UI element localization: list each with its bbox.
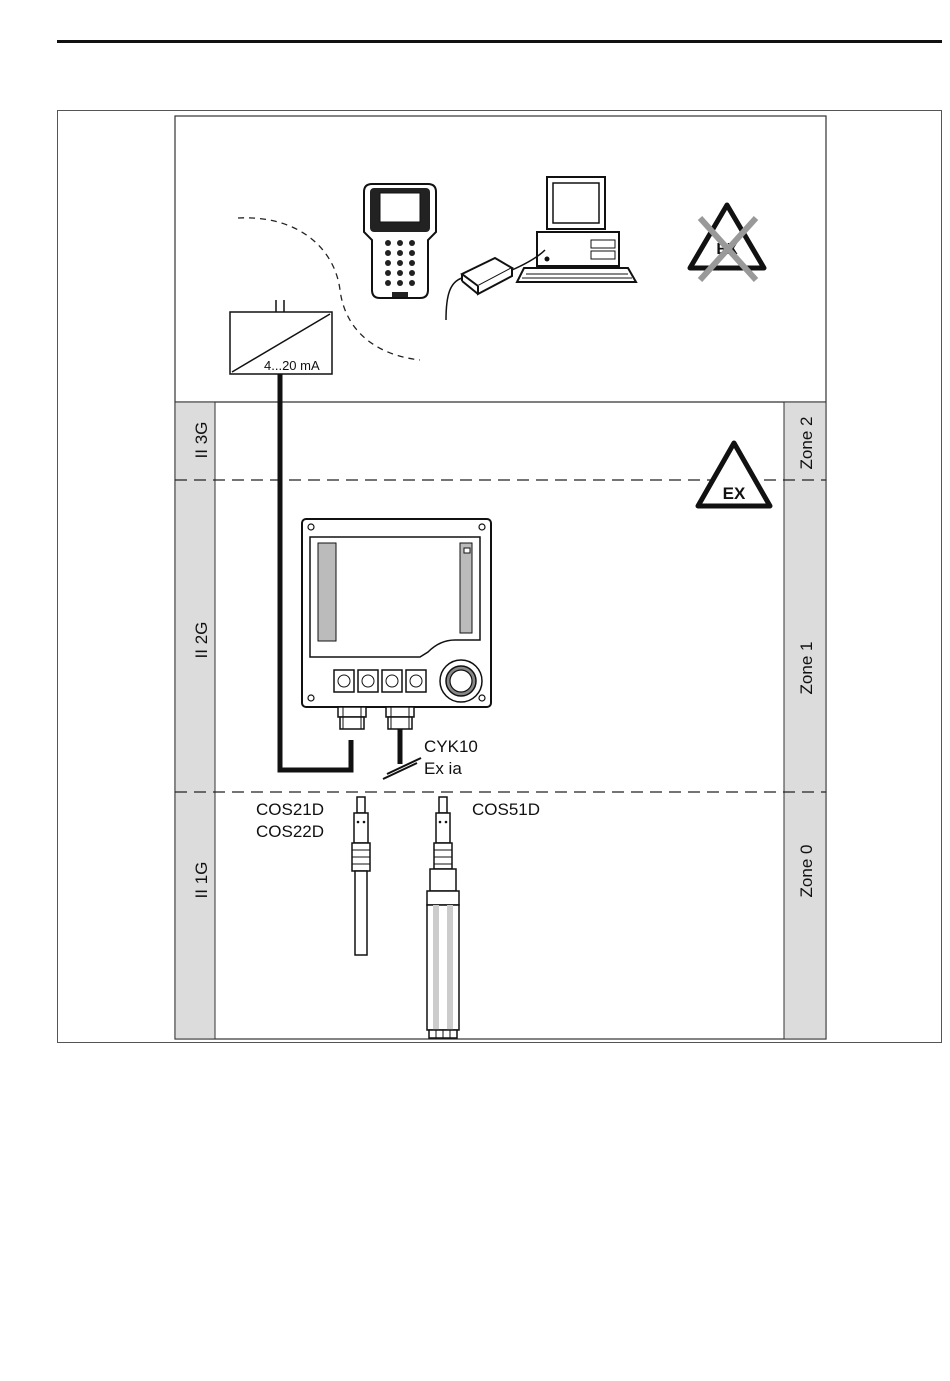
zone-label-2: Zone 2 [797,417,816,470]
no-ex-icon: EX [690,205,764,280]
ex-warning-label: EX [723,484,746,503]
transmitter-icon: 4...20 mA [230,300,332,374]
category-label-3g: II 3G [192,422,211,459]
zone-band: Zone 2 Zone 1 Zone 0 [784,402,826,1039]
cable-name-label: CYK10 [424,737,478,756]
controller-icon [302,519,491,729]
sensor-icon [352,797,370,955]
modem-icon [446,250,545,320]
cable-protection-label: Ex ia [424,759,462,778]
transmitter-signal-label: 4...20 mA [264,358,320,373]
ex-warning-icon: EX [698,443,770,506]
computer-icon [517,177,636,282]
cable-break-mark [387,758,421,774]
zone-label-0: Zone 0 [797,845,816,898]
cable-break-mark [383,763,417,779]
zone-label-1: Zone 1 [797,642,816,695]
handheld-terminal-icon [364,184,436,298]
sensor-label-cos22d: COS22D [256,822,324,841]
sensor-icon [427,797,459,1038]
category-band: II 3G II 2G II 1G [175,402,215,1039]
sensor-label-cos21d: COS21D [256,800,324,819]
category-label-2g: II 2G [192,622,211,659]
category-label-1g: II 1G [192,862,211,899]
zone-band-fill [784,402,826,1039]
category-band-fill [175,402,215,1039]
sensor-label-cos51d: COS51D [472,800,540,819]
